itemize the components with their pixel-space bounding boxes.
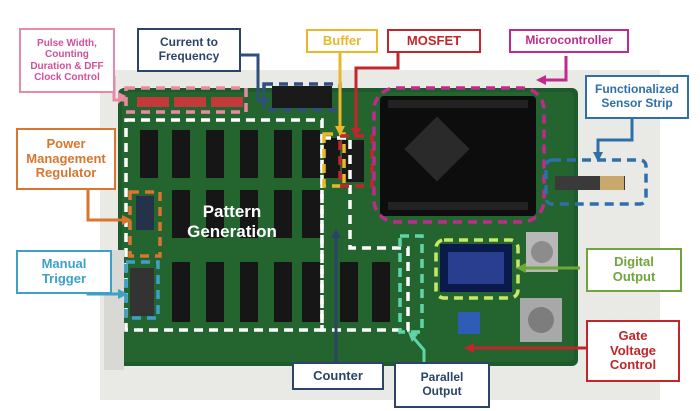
label-current-to-frequency: Current to Frequency: [137, 28, 241, 72]
label-pulse-width: Pulse Width, Counting Duration & DFF Clo…: [19, 28, 115, 93]
label-counter: Counter: [292, 362, 384, 390]
label-manual-trigger: Manual Trigger: [16, 250, 112, 294]
sensor-strip-region: [544, 158, 648, 206]
parallel-output-region: [398, 234, 424, 334]
microcontroller-region: [372, 86, 546, 224]
label-gate-voltage-control: Gate Voltage Control: [586, 320, 680, 382]
label-functionalized-sensor-strip: Functionalized Sensor Strip: [585, 75, 689, 119]
current-to-frequency-region: [262, 82, 342, 112]
power-regulator-region: [128, 190, 162, 258]
label-mosfet: MOSFET: [387, 29, 481, 53]
label-power-management-regulator: Power Management Regulator: [16, 128, 116, 190]
label-digital-output: Digital Output: [586, 248, 682, 292]
manual-trigger-region: [124, 260, 160, 320]
label-buffer: Buffer: [306, 29, 378, 53]
pulse-width-region: [124, 86, 248, 114]
label-pattern-generation: Pattern Generation: [187, 202, 277, 241]
counter-region: [320, 136, 410, 332]
buffer-region: [322, 132, 346, 188]
label-parallel-output: Parallel Output: [394, 362, 490, 408]
label-microcontroller: Microcontroller: [509, 29, 629, 53]
digital-output-region: [434, 238, 520, 300]
